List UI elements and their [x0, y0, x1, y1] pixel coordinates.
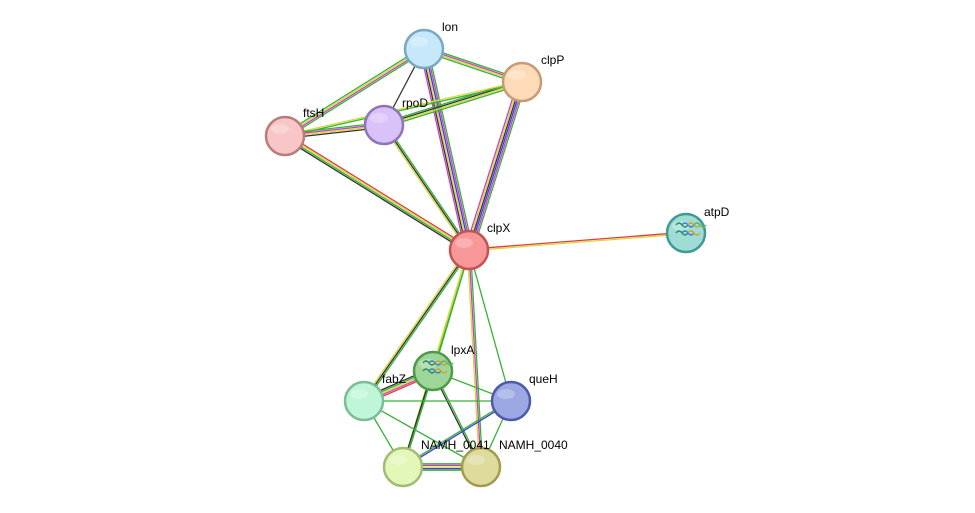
edge-clpP-clpX[interactable]	[464, 80, 527, 252]
node-highlight	[508, 70, 526, 80]
edge-lon-ftsH[interactable]	[283, 46, 426, 139]
edge-evidence-line	[363, 400, 482, 468]
node-highlight	[455, 238, 473, 248]
edge-evidence-line	[470, 82, 525, 251]
node-NAMH_0040[interactable]	[460, 446, 502, 488]
node-clpP[interactable]	[501, 61, 543, 103]
node-label-ftsH: ftsH	[303, 106, 324, 120]
node-atpD[interactable]	[665, 212, 707, 254]
edge-evidence-line	[283, 46, 424, 135]
edge-ftsH-clpX[interactable]	[283, 133, 471, 253]
node-label-NAMH_0041: NAMH_0041	[421, 438, 490, 452]
node-ftsH[interactable]	[264, 115, 306, 157]
node-circle	[403, 28, 445, 70]
node-circle	[448, 229, 490, 271]
edge-evidence-line	[472, 83, 527, 252]
edge-evidence-line	[284, 47, 424, 136]
edge-evidence-line	[384, 123, 471, 250]
node-label-fabZ: fabZ	[382, 372, 406, 386]
edge-evidence-line	[384, 82, 523, 127]
node-highlight	[467, 455, 485, 465]
edge-clpP-ftsH[interactable]	[284, 80, 523, 138]
edge-evidence-line	[467, 81, 522, 250]
edge-evidence-line	[425, 48, 472, 250]
edge-clpX-fabZ[interactable]	[362, 248, 471, 403]
node-circle	[264, 115, 306, 157]
node-clpX[interactable]	[448, 229, 490, 271]
edge-evidence-line	[469, 82, 524, 251]
edge-lon-clpX[interactable]	[419, 47, 474, 252]
node-highlight	[389, 455, 407, 465]
edge-evidence-line	[382, 125, 469, 252]
node-circle	[343, 380, 385, 422]
edge-evidence-line	[422, 49, 469, 251]
node-label-lpxA: lpxA	[451, 343, 474, 357]
node-highlight	[497, 389, 515, 399]
edge-evidence-line	[283, 137, 469, 253]
labels-layer: lon clpP ftsH rpoD clpX atpD lpxA fabZ queH NAMH_…	[303, 20, 730, 452]
node-lpxA[interactable]	[412, 350, 454, 392]
edge-evidence-line	[464, 80, 519, 249]
node-label-clpX: clpX	[487, 221, 510, 235]
edge-clpX-NAMH_0040[interactable]	[466, 249, 484, 468]
edge-evidence-line	[421, 49, 468, 251]
edge-evidence-line	[285, 49, 425, 138]
edge-evidence-line	[364, 250, 471, 403]
edge-fabZ-NAMH_0040[interactable]	[363, 400, 482, 468]
node-NAMH_0041[interactable]	[382, 446, 424, 488]
edge-evidence-line	[285, 50, 426, 139]
edge-evidence-line	[363, 249, 470, 402]
edge-evidence-line	[403, 401, 512, 469]
node-label-rpoD: rpoD	[402, 96, 428, 110]
edge-evidence-line	[427, 47, 474, 250]
node-highlight	[271, 124, 289, 134]
protein-structure-icon	[422, 360, 454, 374]
node-highlight	[370, 113, 388, 123]
edge-evidence-line	[384, 83, 523, 128]
nodes-layer	[264, 28, 707, 488]
node-lon[interactable]	[403, 28, 445, 70]
edge-evidence-line	[469, 233, 687, 252]
node-label-clpP: clpP	[541, 53, 564, 67]
edge-evidence-line	[419, 49, 466, 252]
edge-evidence-line	[285, 134, 470, 250]
node-queH[interactable]	[490, 380, 532, 422]
edge-evidence-line	[424, 48, 471, 250]
edge-evidence-line	[285, 82, 523, 138]
node-rpoD[interactable]	[363, 104, 405, 146]
edge-evidence-line	[383, 124, 470, 251]
node-circle	[382, 446, 424, 488]
edge-evidence-line	[468, 231, 686, 250]
edge-queH-NAMH_0041[interactable]	[402, 399, 512, 469]
edge-rpoD-clpX[interactable]	[382, 123, 471, 252]
edge-evidence-line	[284, 80, 522, 136]
edge-evidence-line	[468, 249, 512, 402]
node-label-NAMH_0040: NAMH_0040	[499, 438, 568, 452]
node-label-atpD: atpD	[704, 205, 730, 219]
node-highlight	[350, 389, 368, 399]
node-fabZ[interactable]	[343, 380, 385, 422]
edge-evidence-line	[284, 136, 469, 252]
node-label-queH: queH	[529, 372, 558, 386]
edge-evidence-line	[362, 248, 469, 401]
edge-evidence-line	[468, 249, 482, 468]
edge-clpX-atpD[interactable]	[468, 231, 687, 252]
node-highlight	[410, 37, 428, 47]
edge-evidence-line	[466, 81, 521, 250]
edge-evidence-line	[469, 249, 484, 467]
node-circle	[363, 104, 405, 146]
edge-evidence-line	[285, 133, 471, 249]
node-circle	[501, 61, 543, 103]
node-circle	[460, 446, 502, 488]
node-label-lon: lon	[442, 20, 458, 34]
edge-evidence-line	[402, 399, 511, 467]
edge-evidence-line	[466, 250, 481, 468]
protein-structure-icon	[675, 222, 707, 236]
node-circle	[490, 380, 532, 422]
edge-clpX-queH[interactable]	[468, 249, 512, 402]
